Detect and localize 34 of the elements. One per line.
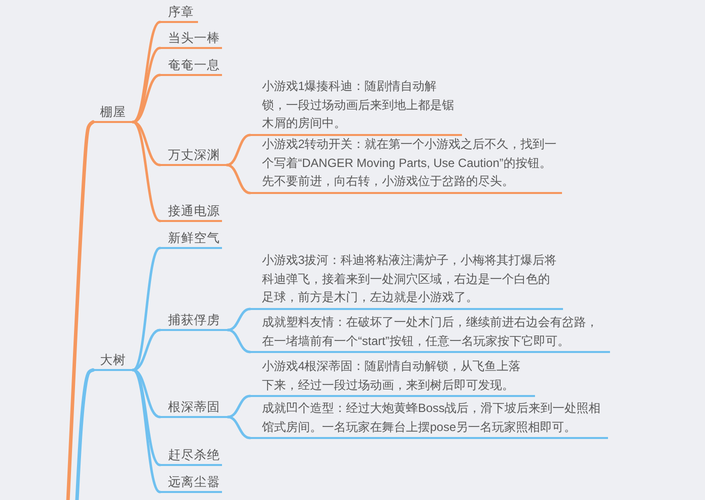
branch-line [132, 74, 162, 124]
branch-line [75, 368, 95, 500]
topic-label: 棚屋 [93, 104, 133, 124]
branch-line [132, 328, 162, 372]
branch-line [132, 46, 162, 124]
branch-line [226, 416, 252, 440]
topic-label: 捕获俘虏 [160, 312, 228, 332]
topic-label: 赶尽杀绝 [160, 447, 222, 466]
topic-label: 远离尘嚣 [160, 474, 222, 494]
branch-line [132, 246, 162, 372]
branch-line [132, 368, 162, 494]
note-text: 小游戏3拔河：科迪将粘液注满炉子，小梅将其打爆后将科迪弹飞，接着来到一处洞穴区域，右边是一个白色的足球，前方是木门，左边就是小游戏了。 [250, 251, 563, 310]
note-text: 成就塑料友情：在破坏了一处木门后，继续前进右边会有岔路，在一堵墙前有一个“start”按钮，任意一名玩家按下它即可。 [250, 313, 610, 354]
branch-line [226, 134, 252, 166]
branch-line [226, 394, 252, 418]
branch-line [132, 368, 162, 466]
branch-line [226, 308, 252, 332]
topic-label: 根深蒂固 [160, 399, 228, 418]
branch-line [66, 120, 95, 500]
topic-label: 新鲜空气 [160, 230, 222, 250]
branch-line [132, 20, 162, 124]
branch-line [132, 120, 162, 222]
note-text: 成就凹个造型：经过大炮黄蜂Boss战后，滑下坡后来到一处照相馆式房间。一名玩家在舞台上摆pose另一名玩家照相即可。 [250, 399, 608, 440]
topic-label: 奄奄一息 [160, 57, 222, 76]
topic-label: 大树 [93, 352, 133, 372]
note-text: 小游戏2转动开关：就在第一个小游戏之后不久，找到一个写着“DANGER Moving Parts, Use Caution”的按钮。先不要前进，向右转，小游戏位于岔路的尽头。 [250, 135, 562, 194]
branch-line [226, 328, 252, 354]
note-text: 小游戏4根深蒂固：随剧情自动解锁，从飞鱼上落下来，经过一段过场动画，来到树后即可发现。 [250, 357, 535, 398]
branch-line [226, 164, 252, 194]
topic-label: 当头一棒 [160, 30, 222, 50]
note-text: 小游戏1爆揍科迪：随剧情自动解锁，一段过场动画后来到地上都是锯木屑的房间中。 [250, 77, 462, 136]
topic-label: 接通电源 [160, 203, 222, 222]
topic-label: 序章 [160, 4, 198, 24]
topic-label: 万丈深渊 [160, 147, 227, 166]
